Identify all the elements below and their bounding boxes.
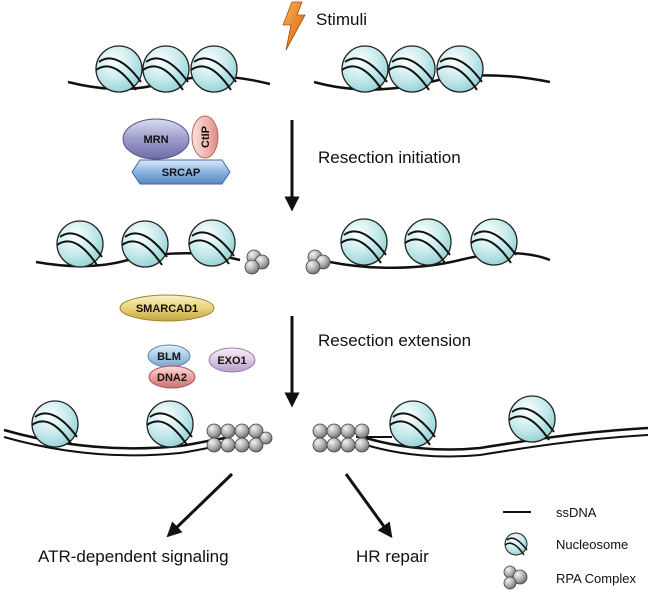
- nucleosome-icon: [404, 218, 452, 266]
- protein-exo1: EXO1: [208, 347, 256, 373]
- nucleosome-icon: [188, 219, 236, 267]
- protein-srcap: SRCAP: [131, 159, 231, 185]
- svg-text:CtIP: CtIP: [200, 126, 212, 148]
- rpa-coated-ssdna-right: [312, 423, 370, 453]
- nucleosome-icon: [190, 45, 238, 93]
- nucleosome-icon: [31, 400, 79, 448]
- rpa-complex-icon: [503, 565, 528, 590]
- outcome-hr-repair-label: HR repair: [356, 547, 429, 566]
- nucleosome-icon: [56, 220, 104, 268]
- nucleosome-icon: [504, 532, 528, 556]
- step-resection-extension-label: Resection extension: [318, 331, 471, 350]
- chromatin-initiated: [35, 218, 551, 275]
- stimuli-label: Stimuli: [316, 10, 367, 29]
- nucleosome-icon: [508, 395, 556, 443]
- nucleosome-icon: [341, 45, 389, 93]
- legend: ssDNA Nucleosome RPA Complex: [503, 505, 636, 590]
- arrow-to-atr-signaling: [166, 472, 234, 538]
- rpa-coated-ssdna-left: [206, 423, 273, 453]
- nucleosome-icon: [388, 45, 436, 93]
- step-resection-initiation-label: Resection initiation: [318, 148, 461, 167]
- nucleosome-icon: [389, 400, 437, 448]
- nucleosome-icon: [121, 220, 169, 268]
- protein-mrn: MRN: [122, 118, 190, 160]
- arrow-to-hr-repair: [344, 473, 393, 539]
- nucleosome-icon: [95, 45, 143, 93]
- svg-text:SRCAP: SRCAP: [162, 167, 201, 179]
- svg-text:EXO1: EXO1: [217, 355, 246, 367]
- nucleosome-icon: [470, 218, 518, 266]
- legend-rpa-label: RPA Complex: [556, 571, 636, 586]
- svg-text:DNA2: DNA2: [157, 372, 187, 384]
- svg-text:BLM: BLM: [157, 351, 181, 363]
- outcome-atr-signaling-label: ATR-dependent signaling: [38, 547, 229, 566]
- protein-smarcad1: SMARCAD1: [119, 294, 215, 322]
- rpa-complex-icon: [305, 249, 331, 275]
- svg-text:MRN: MRN: [143, 134, 168, 146]
- rpa-complex-icon: [244, 249, 270, 275]
- protein-blm: BLM: [147, 344, 191, 368]
- legend-ssdna-label: ssDNA: [556, 505, 597, 520]
- legend-nucleosome-label: Nucleosome: [556, 537, 628, 552]
- protein-dna2: DNA2: [148, 365, 196, 389]
- svg-text:SMARCAD1: SMARCAD1: [136, 303, 198, 315]
- nucleosome-icon: [340, 218, 388, 266]
- lightning-bolt-icon: [282, 1, 306, 51]
- nucleosome-icon: [146, 400, 194, 448]
- protein-ctip: CtIP: [191, 115, 219, 159]
- nucleosome-icon: [436, 45, 484, 93]
- chromatin-extended: [3, 395, 649, 458]
- chromatin-intact: [67, 45, 551, 93]
- nucleosome-icon: [142, 45, 190, 93]
